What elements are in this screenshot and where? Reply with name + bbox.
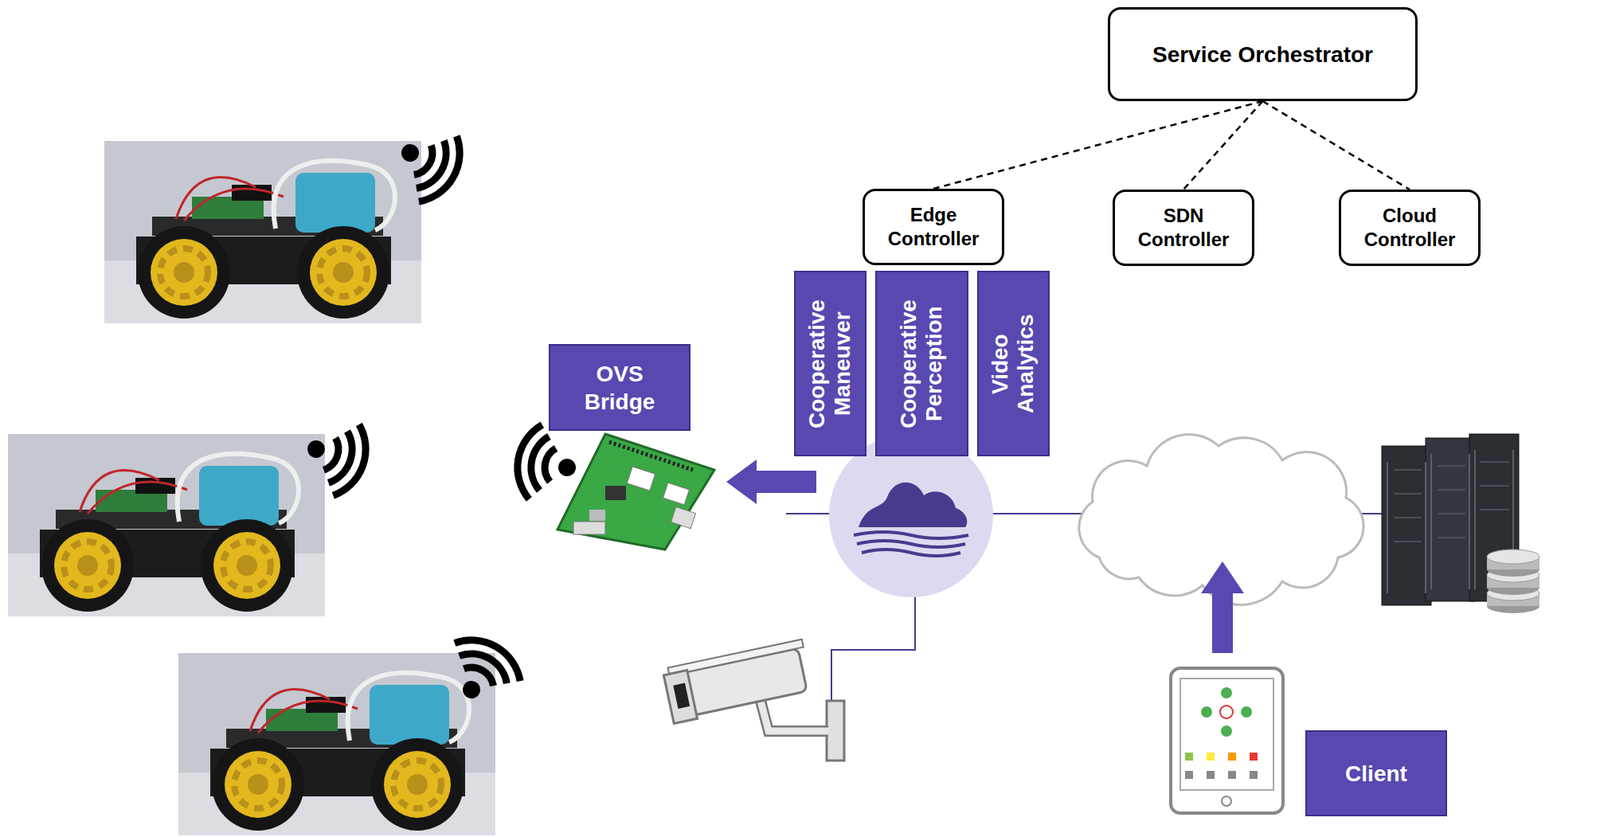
wifi-symbol <box>294 410 376 502</box>
service-box: Cooperative Maneuver <box>794 270 867 457</box>
wifi-symbol <box>512 421 583 506</box>
node-label: Cooperative Perception <box>895 288 947 440</box>
server-racks <box>1381 434 1540 614</box>
robot-car <box>7 434 325 617</box>
dashed-connector <box>933 101 1264 189</box>
robot-car <box>104 140 422 324</box>
node-label: Service Orchestrator <box>1152 40 1374 69</box>
wifi-symbol <box>383 115 473 211</box>
controller-box: Cloud Controller <box>1338 189 1481 267</box>
raspberry-pi-board <box>557 434 715 550</box>
node-label: Cloud Controller <box>1349 203 1470 252</box>
node-label: SDN Controller <box>1123 203 1244 252</box>
camera <box>662 639 845 761</box>
component-box: OVS Bridge <box>548 344 691 431</box>
node-label: Client <box>1345 759 1408 788</box>
tablet <box>1170 668 1284 814</box>
controller-box: Service Orchestrator <box>1107 7 1418 102</box>
wifi-symbol <box>434 627 529 716</box>
node-label: Edge Controller <box>873 203 994 251</box>
service-box: Video Analytics <box>977 270 1050 457</box>
dashed-connector <box>1263 101 1411 190</box>
robot-car <box>178 653 496 836</box>
arrow <box>1200 561 1245 654</box>
component-box: Client <box>1305 730 1448 817</box>
node-label: OVS Bridge <box>571 359 668 416</box>
controller-box: SDN Controller <box>1112 189 1255 267</box>
controller-box: Edge Controller <box>862 188 1005 266</box>
node-label: Video Analytics <box>987 288 1039 440</box>
edge-node-logo <box>829 433 994 598</box>
service-box: Cooperative Perception <box>875 270 969 457</box>
node-label: Cooperative Maneuver <box>804 288 856 440</box>
arrow <box>726 459 817 505</box>
dashed-connector <box>1183 101 1264 190</box>
